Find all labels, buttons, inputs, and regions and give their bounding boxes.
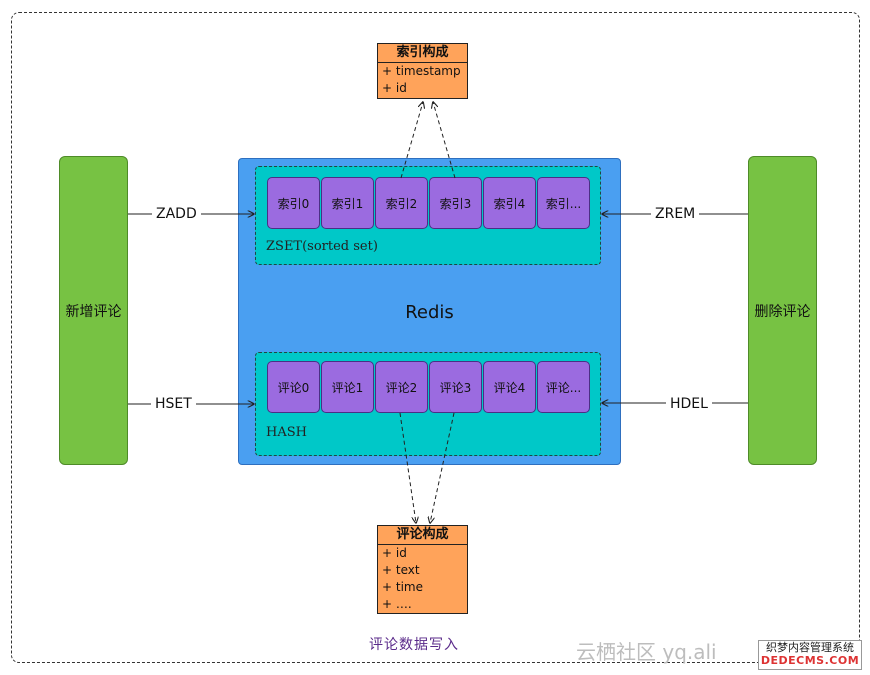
zset-slot: 索引0 xyxy=(267,177,320,229)
delete-comment-label: 删除评论 xyxy=(754,303,811,320)
hash-slot: 评论2 xyxy=(375,361,428,413)
comment-class-field: + time xyxy=(382,580,423,594)
hash-slot: 评论4 xyxy=(483,361,536,413)
index-link-left xyxy=(400,102,423,179)
zset-slot: 索引1 xyxy=(321,177,374,229)
comment-class-field: + id xyxy=(382,546,407,560)
hdel-label: HDEL xyxy=(666,396,712,412)
comment-class-field: + text xyxy=(382,563,420,577)
redis-label: Redis xyxy=(405,302,454,323)
hash-slot: 评论0 xyxy=(267,361,320,413)
hash-label: HASH xyxy=(266,425,307,440)
zset-slot: 索引4 xyxy=(483,177,536,229)
delete-comment-box: 删除评论 xyxy=(748,156,817,465)
hash-slot: 评论... xyxy=(537,361,590,413)
zset-label: ZSET(sorted set) xyxy=(266,239,378,254)
add-comment-box: 新增评论 xyxy=(59,156,128,465)
zset-slot: 索引... xyxy=(537,177,590,229)
diagram-caption: 评论数据写入 xyxy=(369,637,459,653)
hash-slot: 评论1 xyxy=(321,361,374,413)
index-class-field: + timestamp xyxy=(382,64,461,78)
watermark-badge: 织梦内容管理系统 DEDECMS.COM xyxy=(758,640,862,670)
zadd-label: ZADD xyxy=(152,206,201,222)
zset-slot: 索引3 xyxy=(429,177,482,229)
watermark-badge-top: 织梦内容管理系统 xyxy=(766,641,854,654)
comment-link-right xyxy=(430,412,455,523)
hset-label: HSET xyxy=(151,396,196,412)
index-class-box: 索引构成 + timestamp + id xyxy=(377,43,468,99)
comment-class-box: 评论构成 + id + text + time + …. xyxy=(377,525,468,614)
zrem-label: ZREM xyxy=(651,206,700,222)
watermark-badge-bottom: DEDECMS.COM xyxy=(760,654,860,667)
add-comment-label: 新增评论 xyxy=(65,303,122,320)
watermark-text: 云栖社区 yq.ali xyxy=(576,640,717,664)
comment-class-title: 评论构成 xyxy=(378,526,467,545)
comment-link-left xyxy=(399,412,416,523)
index-class-field: + id xyxy=(382,81,407,95)
hash-slot: 评论3 xyxy=(429,361,482,413)
index-link-right xyxy=(433,102,456,179)
index-class-title: 索引构成 xyxy=(378,44,467,63)
diagram-frame xyxy=(11,12,860,663)
comment-class-field: + …. xyxy=(382,597,412,611)
